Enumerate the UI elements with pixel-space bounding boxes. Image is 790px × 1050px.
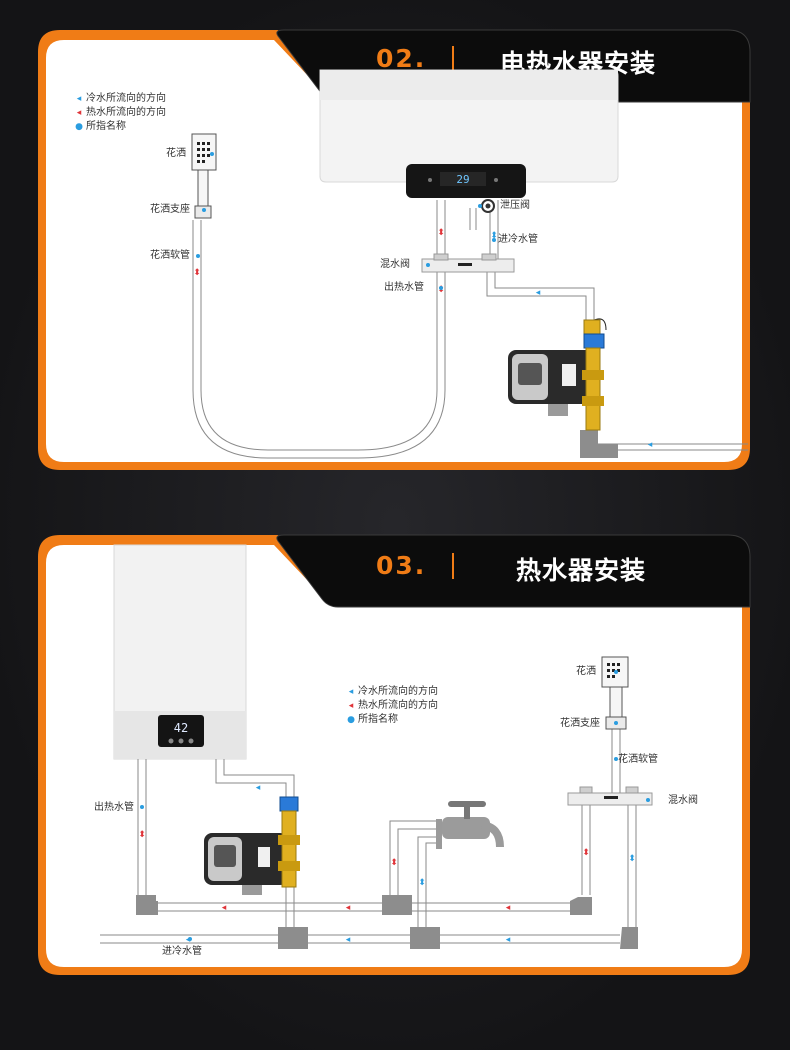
faucet (436, 801, 500, 849)
label-shower-holder: 花洒支座 (560, 718, 600, 730)
label-shower-head: 花洒 (576, 666, 596, 678)
svg-text:⬍: ⬍ (390, 858, 398, 868)
label-shower-head: 花洒 (166, 148, 186, 160)
legend: ◂冷水所流向的方向 ◂热水所流向的方向 ●所指名称 (72, 92, 166, 134)
svg-text:◂: ◂ (648, 440, 653, 450)
install-panel-electric-heater: 02. 电热水器安装 29 (38, 30, 750, 470)
legend-cold: ◂冷水所流向的方向 (72, 92, 166, 106)
svg-text:⬍: ⬍ (582, 848, 590, 858)
relief-valve (482, 200, 494, 212)
brass-flow-switch (582, 320, 604, 430)
label-shower-hose: 花洒软管 (618, 754, 658, 766)
svg-text:⬍: ⬍ (437, 228, 445, 238)
electric-water-heater: 29 (320, 70, 618, 198)
svg-text:⬍: ⬍ (193, 268, 201, 278)
label-hot-outlet: 出热水管 (384, 282, 424, 294)
legend-hot: ◂热水所流向的方向 (72, 106, 166, 120)
legend-cold: ◂冷水所流向的方向 (344, 685, 438, 699)
label-mixing-valve: 混水阀 (380, 259, 410, 271)
shower-head (602, 657, 628, 729)
svg-text:◂: ◂ (506, 935, 511, 945)
cold-arrow-icon: ◂ (72, 92, 86, 106)
label-relief-valve: 泄压阀 (500, 200, 530, 212)
legend-hot: ◂热水所流向的方向 (344, 699, 438, 713)
booster-pump (204, 833, 288, 895)
heater-display: 29 (456, 173, 469, 186)
label-cold-inlet: 进冷水管 (498, 234, 538, 246)
hot-arrow-icon: ◂ (344, 699, 358, 713)
label-hot-outlet: 出热水管 (94, 802, 134, 814)
gas-water-heater: 42 (114, 545, 246, 759)
label-shower-holder: 花洒支座 (150, 204, 190, 216)
legend-point: ●所指名称 (72, 120, 166, 134)
svg-text:⬍: ⬍ (138, 830, 146, 840)
svg-text:◂: ◂ (256, 783, 261, 793)
svg-text:◂: ◂ (222, 903, 227, 913)
label-cold-inlet: 进冷水管 (162, 946, 202, 958)
svg-text:◂: ◂ (346, 935, 351, 945)
install-panel-gas-heater: 03. 热水器安装 42 (38, 535, 750, 975)
hot-arrow-icon: ◂ (72, 106, 86, 120)
svg-text:⬍: ⬍ (418, 878, 426, 888)
shower-head (192, 134, 216, 218)
dot-icon: ● (344, 713, 358, 727)
svg-text:⬍: ⬍ (628, 854, 636, 864)
svg-text:◂: ◂ (506, 903, 511, 913)
svg-text:◂: ◂ (536, 288, 541, 298)
legend-point: ●所指名称 (344, 713, 438, 727)
svg-text:◂: ◂ (346, 903, 351, 913)
label-mixing-valve: 混水阀 (668, 795, 698, 807)
heater-display: 42 (174, 721, 188, 735)
dot-icon: ● (72, 120, 86, 134)
cold-arrow-icon: ◂ (344, 685, 358, 699)
legend: ◂冷水所流向的方向 ◂热水所流向的方向 ●所指名称 (344, 685, 438, 727)
elbow-fitting (580, 430, 618, 458)
label-shower-hose: 花洒软管 (150, 250, 190, 262)
